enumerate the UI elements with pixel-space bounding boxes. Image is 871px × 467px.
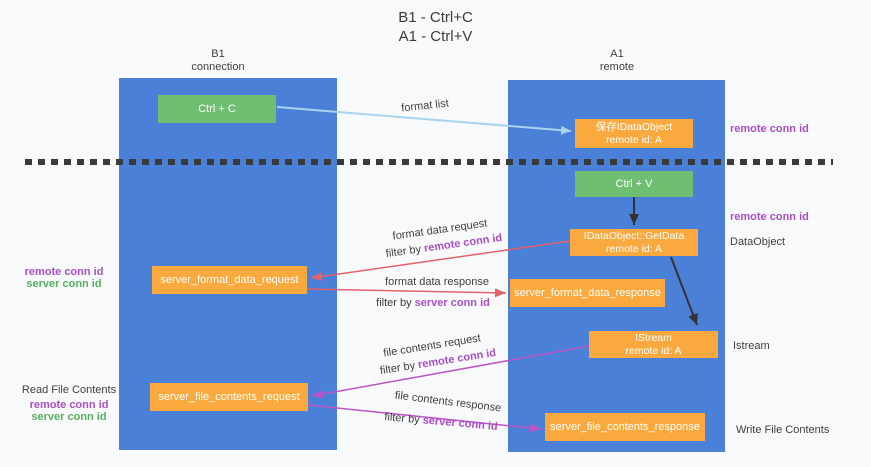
saved-dataobject-node: 保存IDataObject remote id: A	[575, 119, 693, 148]
ctrl-c-label: Ctrl + C	[198, 103, 236, 115]
server-format-data-response-node: server_format_data_response	[510, 279, 665, 307]
diagram-title: B1 - Ctrl+C A1 - Ctrl+V	[0, 8, 871, 46]
server-format-data-request-label: server_format_data_request	[160, 274, 299, 286]
server-conn-id-text: server conn id	[422, 414, 499, 433]
title-line-2: A1 - Ctrl+V	[398, 28, 473, 45]
server-file-contents-response-node: server_file_contents_response	[545, 413, 705, 441]
file-contents-response-filter-label: filter by server conn id	[384, 411, 498, 433]
left-bottom-labels: Read File Contents remote conn id server…	[19, 384, 119, 423]
right-top-remote-conn-id-label: remote conn id	[730, 123, 809, 135]
file-contents-response-label: file contents response	[394, 389, 502, 415]
server-file-contents-request-node: server_file_contents_request	[150, 383, 308, 411]
lane-header-b1: B1 connection	[168, 48, 268, 74]
dataobject-label: DataObject	[730, 236, 786, 248]
session-divider-dashed-line	[25, 159, 833, 165]
filter-by-text: filter by	[379, 359, 420, 378]
left-mid-remote-conn-id-label: remote conn id	[24, 266, 104, 278]
filter-by-text: filter by	[376, 297, 415, 309]
left-mid-conn-id-labels: remote conn id server conn id	[14, 266, 114, 290]
getdata-node: IDataObject::GetData remote id: A	[570, 229, 698, 256]
getdata-line1: IDataObject::GetData	[583, 229, 685, 242]
ctrl-c-node: Ctrl + C	[158, 95, 276, 123]
left-bottom-remote-conn-id-label: remote conn id	[29, 399, 109, 411]
server-format-data-response-label: server_format_data_response	[514, 287, 661, 299]
write-file-contents-label: Write File Contents	[736, 424, 830, 436]
lane-b1-name: B1	[211, 48, 225, 60]
filter-by-text: filter by	[383, 411, 424, 427]
saved-dataobject-line2: remote id: A	[605, 133, 663, 146]
saved-dataobject-line1: 保存IDataObject	[595, 120, 673, 133]
server-format-data-request-node: server_format_data_request	[152, 266, 307, 294]
ctrl-v-label: Ctrl + V	[615, 178, 653, 190]
server-conn-id-text: server conn id	[414, 297, 490, 309]
right-mid-remote-conn-id-label: remote conn id	[730, 211, 809, 223]
ctrl-v-node: Ctrl + V	[575, 171, 693, 197]
lane-a1-name: A1	[610, 48, 624, 60]
read-file-contents-label: Read File Contents	[21, 384, 117, 396]
left-mid-server-conn-id-label: server conn id	[26, 278, 102, 290]
title-line-1: B1 - Ctrl+C	[398, 9, 473, 26]
server-file-contents-request-label: server_file_contents_request	[158, 391, 300, 403]
getdata-line2: remote id: A	[605, 242, 663, 255]
lane-b1-subtitle: connection	[191, 61, 245, 73]
istream-line2: remote id: A	[625, 344, 682, 357]
istream-node: IStream remote id: A	[589, 331, 718, 358]
format-list-label: format list	[400, 97, 450, 115]
filter-by-text: filter by	[385, 242, 425, 261]
istream-side-label: Istream	[733, 340, 770, 352]
lane-header-a1: A1 remote	[567, 48, 667, 74]
format-data-response-label: format data response	[385, 276, 489, 288]
left-bottom-server-conn-id-label: server conn id	[31, 411, 107, 423]
server-file-contents-response-label: server_file_contents_response	[550, 421, 700, 433]
format-data-response-filter-label: filter by server conn id	[376, 297, 490, 309]
istream-line1: IStream	[635, 331, 672, 344]
lane-a1-subtitle: remote	[599, 61, 635, 73]
